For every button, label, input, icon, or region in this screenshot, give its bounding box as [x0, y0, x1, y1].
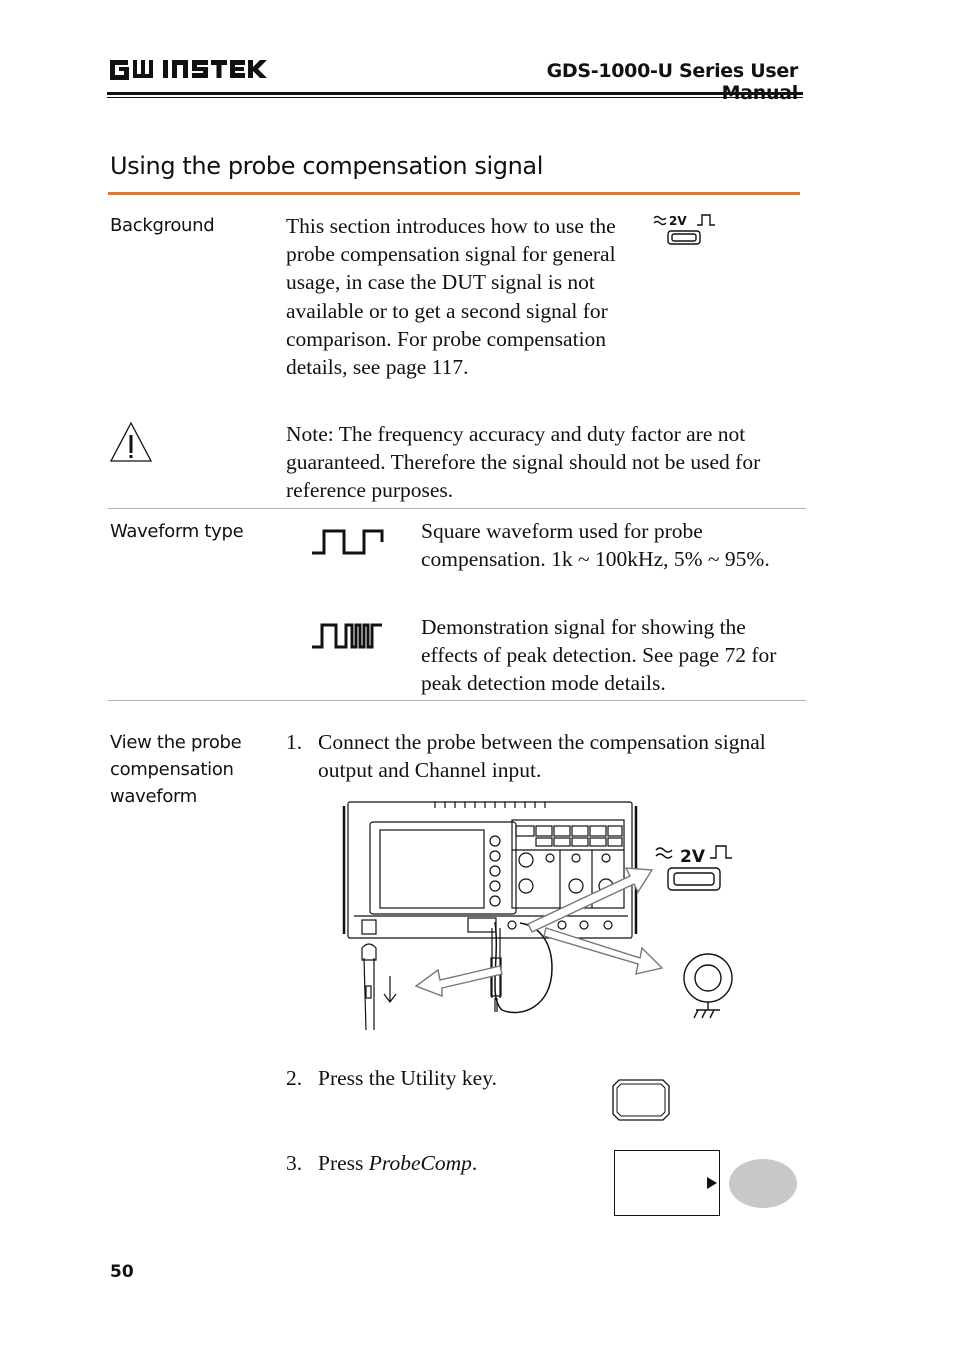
step-text: Press ProbeComp. — [318, 1151, 478, 1175]
step-text: Press the Utility key. — [318, 1066, 497, 1090]
warning-icon — [109, 421, 153, 462]
square-wave-icon — [312, 529, 384, 555]
step-number: 1. — [286, 730, 303, 754]
step-number: 2. — [286, 1066, 303, 1090]
page-number: 50 — [110, 1262, 134, 1282]
background-text: This section introduces how to use the p… — [286, 214, 616, 380]
section-rule — [108, 192, 800, 195]
probecomp-softkey-button[interactable] — [729, 1159, 797, 1208]
waveform-type-label: Waveform type — [110, 521, 244, 542]
note-text: Note: The frequency accuracy and duty fa… — [286, 422, 761, 503]
background-label: Background — [110, 215, 215, 236]
square-wave-text: Square waveform used for probe compensat… — [421, 519, 770, 572]
gw-instek-logo — [110, 60, 267, 80]
step-2: 2. Press the Utility key. — [286, 1064, 606, 1096]
section-title: Using the probe compensation signal — [110, 152, 543, 180]
probe-comp-terminal-icon: 2V — [653, 214, 715, 245]
demo-wave-text: Demonstration signal for showing the eff… — [421, 615, 777, 696]
step-number: 3. — [286, 1151, 303, 1175]
demo-wave-icon — [312, 623, 382, 649]
probe-comp-voltage-label: 2V — [669, 214, 687, 228]
header-rule-thin — [107, 97, 803, 98]
probecomp-softkey-label-box — [614, 1150, 720, 1216]
view-label: View the probe compensation waveform — [110, 732, 242, 807]
step-text: Connect the probe between the compensati… — [318, 730, 766, 782]
probecomp-key-name: ProbeComp — [368, 1151, 472, 1175]
utility-key-icon[interactable] — [609, 1078, 673, 1122]
play-arrow-icon — [707, 1177, 717, 1189]
header-rule — [107, 92, 803, 95]
probe-connection-diagram: 2V — [342, 801, 733, 1031]
step-1: 1. Connect the probe between the compens… — [286, 728, 786, 788]
step-3: 3. Press ProbeComp. — [286, 1149, 606, 1181]
row-divider — [108, 508, 806, 509]
row-divider — [108, 700, 806, 701]
diagram-voltage-label: 2V — [680, 847, 706, 867]
